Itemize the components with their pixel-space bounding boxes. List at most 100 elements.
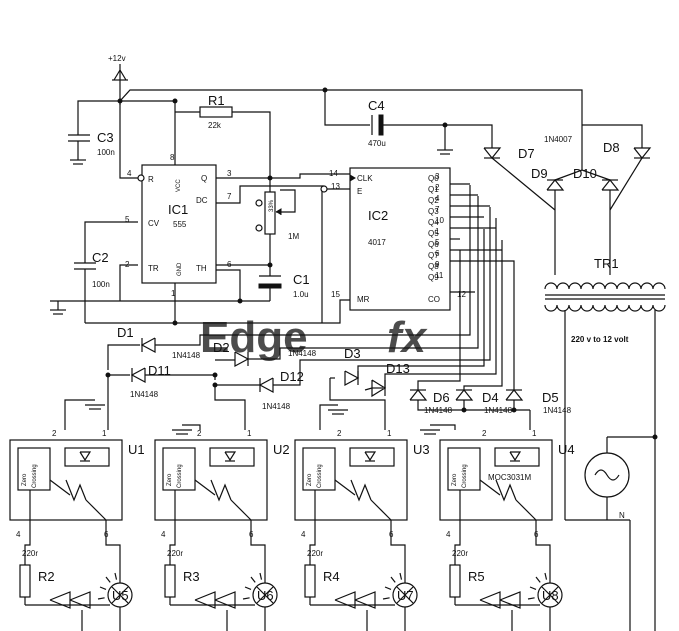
svg-text:1: 1 xyxy=(171,289,176,298)
top-rail xyxy=(119,89,583,150)
opto-label: U4 xyxy=(558,442,575,457)
ic2-pin-10: 10 xyxy=(435,216,444,225)
ic2-pin-2: 2 xyxy=(435,183,440,192)
svg-text:CV: CV xyxy=(148,219,160,228)
ic2-output-lines xyxy=(450,183,502,251)
resistor-r2 xyxy=(19,564,31,598)
capacitor-c1 xyxy=(240,265,282,302)
ic2-name: IC2 xyxy=(368,208,388,223)
svg-text:TH: TH xyxy=(196,264,207,273)
lamp-label: U5 xyxy=(112,588,129,603)
opto-label: U3 xyxy=(413,442,430,457)
svg-text:220r: 220r xyxy=(452,549,468,558)
ic2-pin-7: 7 xyxy=(435,205,440,214)
svg-text:2: 2 xyxy=(52,429,57,438)
svg-text:TR: TR xyxy=(148,264,159,273)
svg-text:D3: D3 xyxy=(344,346,361,361)
svg-text:D6: D6 xyxy=(433,390,450,405)
svg-text:2: 2 xyxy=(337,429,342,438)
svg-text:DC: DC xyxy=(196,196,208,205)
svg-text:MR: MR xyxy=(357,295,370,304)
lamp-label: U7 xyxy=(397,588,414,603)
svg-text:VCC: VCC xyxy=(176,179,182,192)
svg-text:220r: 220r xyxy=(307,549,323,558)
ic2-part: 4017 xyxy=(368,238,386,247)
svg-text:1N4148: 1N4148 xyxy=(130,390,159,399)
supply-terminal xyxy=(112,64,128,105)
ic2-output-q3: Q3 xyxy=(428,207,439,216)
lamp-label: U8 xyxy=(542,588,559,603)
ic2-pin-4: 4 xyxy=(435,194,440,203)
watermark: Edge fx xyxy=(200,313,428,362)
svg-text:8: 8 xyxy=(170,153,175,162)
svg-text:3: 3 xyxy=(227,169,232,178)
ic2-pin-1: 1 xyxy=(435,227,440,236)
ic1-555 xyxy=(141,164,217,284)
svg-text:220r: 220r xyxy=(167,549,183,558)
opto-label: U2 xyxy=(273,442,290,457)
svg-text:TR1: TR1 xyxy=(594,256,619,271)
svg-text:4: 4 xyxy=(127,169,132,178)
c4-name: C4 xyxy=(368,98,385,113)
ic2-pin-3: 3 xyxy=(435,172,440,181)
svg-text:R: R xyxy=(148,175,154,184)
svg-text:GND: GND xyxy=(177,262,183,276)
svg-text:D10: D10 xyxy=(573,166,597,181)
ic2-pin-9: 9 xyxy=(435,260,440,269)
ground-symbol xyxy=(172,424,201,435)
capacitor-c3 xyxy=(68,134,90,165)
svg-text:1N4148: 1N4148 xyxy=(262,402,291,411)
capacitor-c2 xyxy=(74,262,96,323)
ic2-output-q1: Q1 xyxy=(428,185,439,194)
svg-text:D5: D5 xyxy=(542,390,559,405)
c4-value: 470u xyxy=(368,139,386,148)
svg-text:R5: R5 xyxy=(468,569,485,584)
ic1-part: 555 xyxy=(173,220,187,229)
ic2-pin-11: 11 xyxy=(435,271,444,280)
svg-text:1N4148: 1N4148 xyxy=(172,351,201,360)
svg-text:CO: CO xyxy=(428,295,440,304)
svg-text:D4: D4 xyxy=(482,390,499,405)
ic2-output-q0: Q0 xyxy=(428,174,439,183)
r1-value: 22k xyxy=(208,121,222,130)
svg-text:Zero: Zero xyxy=(167,473,173,486)
svg-text:Zero: Zero xyxy=(452,473,458,486)
svg-text:CLK: CLK xyxy=(357,174,373,183)
ic2-output-q4: Q4 xyxy=(428,218,439,227)
svg-text:12: 12 xyxy=(457,290,466,299)
svg-text:D13: D13 xyxy=(386,361,410,376)
svg-text:1: 1 xyxy=(532,429,537,438)
ground-symbol xyxy=(319,404,348,430)
opto-part: MOC3031M xyxy=(488,473,531,482)
diode-network xyxy=(105,185,531,430)
opto-ground-symbols xyxy=(64,399,456,435)
ic2-output-q6: Q6 xyxy=(428,240,439,249)
resistor-r3 xyxy=(164,564,176,598)
c1-name: C1 xyxy=(293,272,310,287)
svg-text:D8: D8 xyxy=(603,140,620,155)
ic2-pin-5: 5 xyxy=(435,238,440,247)
svg-text:1: 1 xyxy=(387,429,392,438)
ic2-output-q8: Q8 xyxy=(428,262,439,271)
bridge-rectifier xyxy=(483,124,652,275)
potentiometer xyxy=(255,178,296,265)
svg-text:D9: D9 xyxy=(531,166,548,181)
svg-text:1N4148: 1N4148 xyxy=(484,406,513,415)
svg-text:Q: Q xyxy=(201,174,207,183)
svg-text:4: 4 xyxy=(16,530,21,539)
svg-text:2: 2 xyxy=(482,429,487,438)
r1-name: R1 xyxy=(208,93,225,108)
svg-text:1N4007: 1N4007 xyxy=(544,135,573,144)
opto-label: U1 xyxy=(128,442,145,457)
ground-symbol xyxy=(420,424,456,435)
supply-label: +12v xyxy=(108,54,126,63)
